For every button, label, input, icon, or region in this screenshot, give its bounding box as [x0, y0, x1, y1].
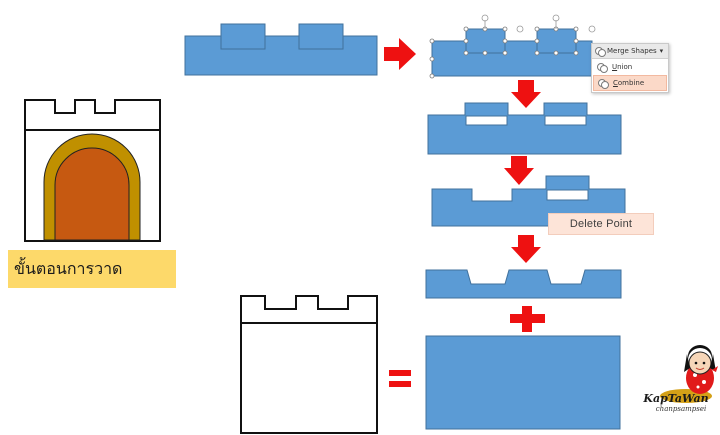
small-rectangle-left[interactable]: [220, 23, 266, 50]
base-rectangle[interactable]: [184, 35, 378, 76]
merge-shapes-menu: Merge Shapes ▾ Union Combine: [591, 43, 669, 93]
selected-small-left[interactable]: [465, 28, 506, 54]
castle-icon: [24, 99, 161, 242]
merge-shapes-icon: [595, 46, 606, 57]
logo-name: KapTaWan: [643, 392, 709, 405]
plus-icon: [510, 306, 545, 332]
small-rectangle-right[interactable]: [298, 23, 344, 50]
equals-icon: [389, 370, 411, 387]
union-icon: [597, 62, 608, 73]
cartoon-girl-icon: [660, 345, 718, 403]
menu-item-label: Combine: [613, 79, 645, 87]
selected-small-right[interactable]: [536, 28, 577, 54]
logo-signature: chanpsampsei: [655, 405, 707, 413]
menu-item-combine[interactable]: Combine: [593, 75, 667, 91]
large-rectangle[interactable]: [425, 335, 621, 430]
menu-item-label: Union: [612, 63, 633, 71]
down-arrow-icon: [511, 235, 541, 263]
merge-shapes-button[interactable]: Merge Shapes ▾: [592, 44, 668, 59]
step2-selected-shapes: [429, 14, 596, 79]
steps-label: ขั้นตอนการวาด: [8, 250, 176, 288]
combine-icon: [598, 78, 609, 89]
menu-item-union[interactable]: Union: [593, 60, 667, 74]
combined-shape-with-holes[interactable]: [427, 102, 622, 155]
step1-shapes: [184, 23, 378, 76]
down-arrow-icon: [504, 156, 534, 185]
castle-outline-result: [240, 295, 378, 434]
delete-point-menu-item[interactable]: Delete Point: [548, 213, 654, 235]
notched-shape[interactable]: [425, 269, 622, 299]
rotation-handles[interactable]: [481, 14, 596, 33]
down-arrow-icon: [511, 80, 541, 108]
selection-handles[interactable]: [429, 26, 579, 79]
merge-shapes-label: Merge Shapes: [607, 47, 657, 55]
right-arrow-icon: [384, 38, 416, 70]
door: [54, 147, 130, 241]
chevron-down-icon: ▾: [659, 47, 664, 55]
